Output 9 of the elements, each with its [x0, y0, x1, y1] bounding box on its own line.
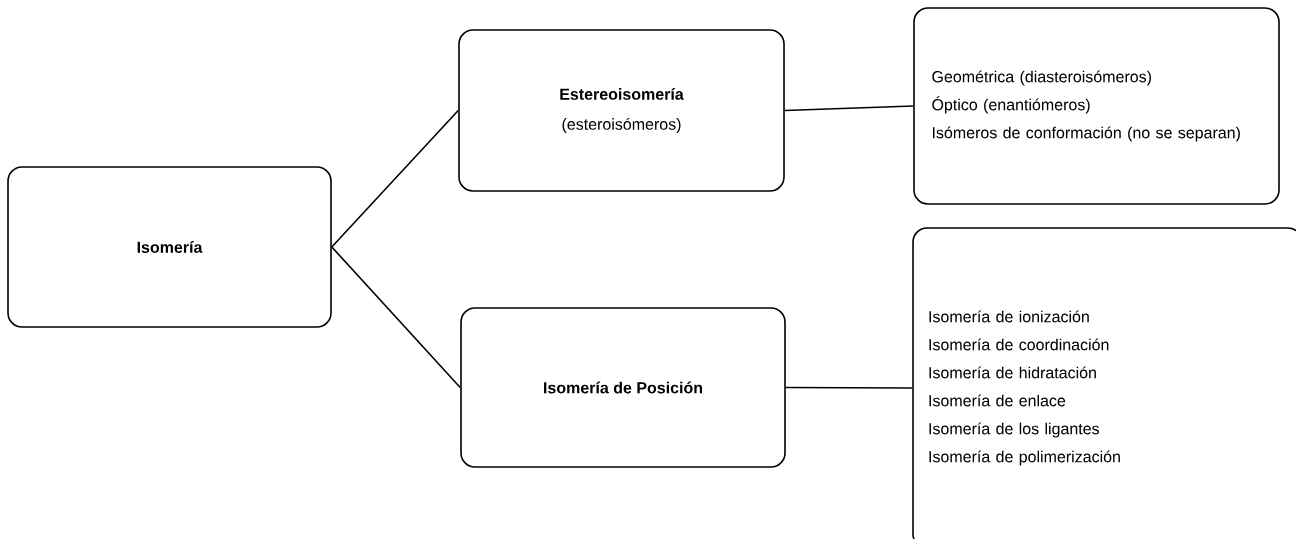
connector-line [331, 246, 461, 389]
concept-box: Isomería de Posición [460, 307, 786, 468]
connector-line [784, 105, 914, 112]
concept-box: Isomería [7, 166, 332, 328]
concept-box: Estereoisomería (esteroisómeros) [458, 29, 785, 192]
list-box: Isomería de ionización Isomería de coordinación Isomería de hidratación Isomería de enlace Isomería de los ligantes Isomería de polimerización [912, 227, 1296, 539]
list-box: Geométrica (diasteroisómeros) Óptico (enantiómeros) Isómeros de conformación (no se separan) [913, 7, 1280, 205]
connector-line [785, 386, 913, 389]
connector-line [331, 109, 459, 248]
